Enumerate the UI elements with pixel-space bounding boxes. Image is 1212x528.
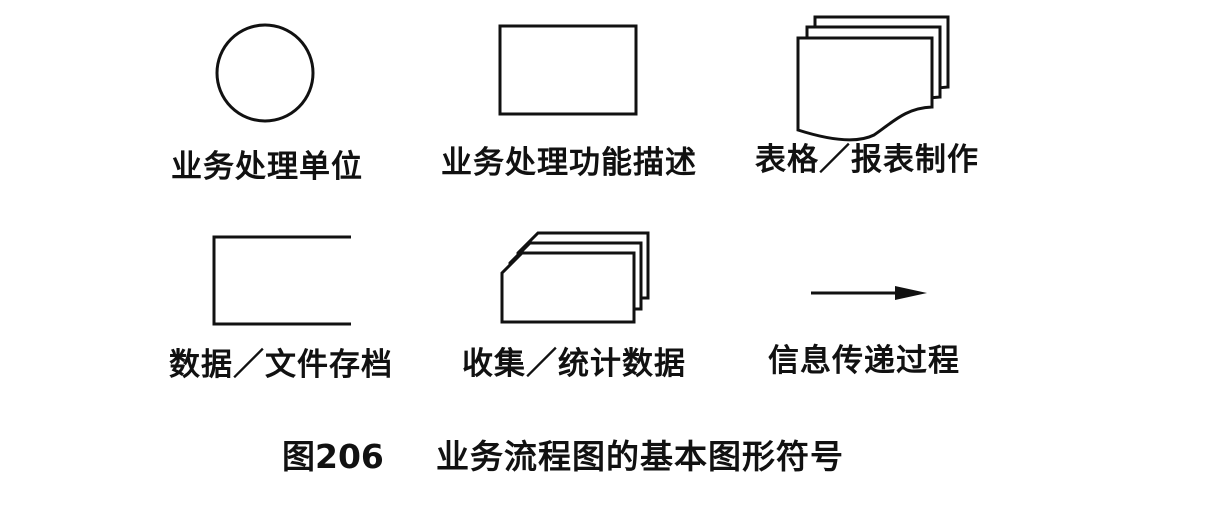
label-business-function: 业务处理功能描述 xyxy=(441,145,697,181)
open-rectangle-symbol xyxy=(212,235,351,326)
stacked-card-symbol xyxy=(500,231,650,324)
arrow-symbol xyxy=(811,286,927,300)
rectangle-symbol xyxy=(498,24,638,116)
stacked-document-symbol xyxy=(796,15,950,142)
label-information-flow: 信息传递过程 xyxy=(768,343,960,379)
label-form-report: 表格／报表制作 xyxy=(755,142,979,178)
label-business-unit: 业务处理单位 xyxy=(171,149,363,185)
label-data-collection: 收集／统计数据 xyxy=(462,346,686,382)
figure-title: 业务流程图的基本图形符号 xyxy=(436,437,844,476)
figure-number: 图206 xyxy=(282,437,384,476)
label-data-storage: 数据／文件存档 xyxy=(169,347,393,383)
circle-symbol xyxy=(215,23,315,123)
